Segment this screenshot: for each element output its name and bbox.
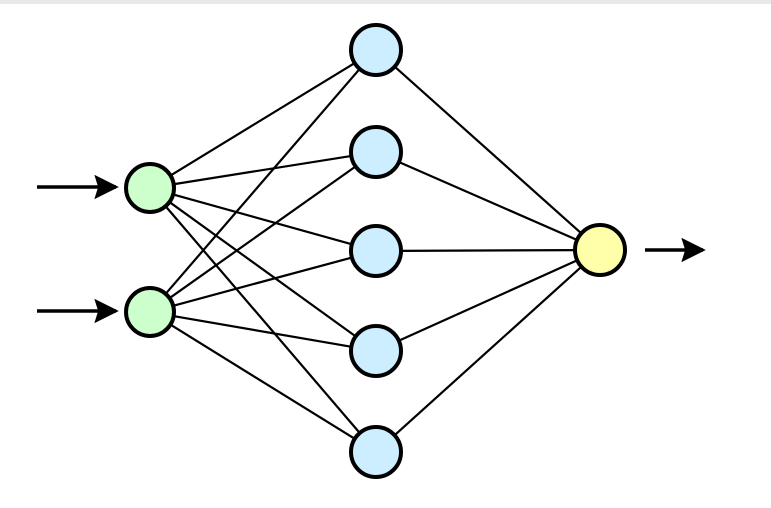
node-input-1[interactable] bbox=[124, 162, 176, 214]
arrows-group bbox=[37, 174, 706, 324]
edges-group bbox=[164, 61, 583, 441]
edge-i2-h2 bbox=[168, 164, 358, 300]
edge-h3-o1 bbox=[399, 249, 577, 252]
node-output-1[interactable] bbox=[573, 223, 627, 277]
node-hidden-2[interactable] bbox=[349, 125, 403, 179]
edge-i2-h4 bbox=[172, 314, 353, 349]
edge-i2-h3 bbox=[171, 256, 354, 308]
node-hidden-1[interactable] bbox=[349, 23, 403, 77]
edge-i1-h1 bbox=[169, 61, 357, 177]
top-border-strip bbox=[0, 0, 771, 4]
edge-i1-h2 bbox=[172, 154, 353, 186]
edge-i2-h5 bbox=[168, 323, 357, 441]
edge-i1-h3 bbox=[171, 193, 354, 246]
nodes-group bbox=[124, 23, 627, 479]
edge-h4-o1 bbox=[397, 258, 579, 343]
edge-i2-h1 bbox=[164, 67, 362, 296]
node-input-2[interactable] bbox=[124, 286, 176, 338]
node-hidden-3[interactable] bbox=[349, 224, 403, 278]
edge-h1-o1 bbox=[393, 65, 583, 235]
node-hidden-4[interactable] bbox=[349, 324, 403, 378]
edge-h2-o1 bbox=[397, 160, 579, 242]
edge-i1-h4 bbox=[168, 200, 358, 338]
edge-i1-h5 bbox=[164, 204, 362, 435]
edge-h5-o1 bbox=[393, 265, 583, 437]
node-hidden-5[interactable] bbox=[349, 425, 403, 479]
